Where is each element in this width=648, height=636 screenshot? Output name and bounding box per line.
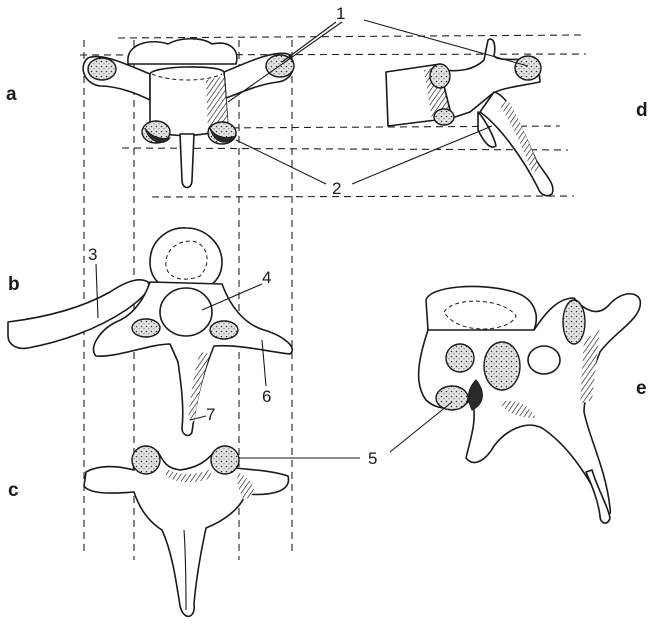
foramen-oblique — [528, 346, 560, 374]
label-6: 6 — [262, 387, 271, 406]
label-view-b: b — [8, 274, 20, 295]
leader-1a — [282, 22, 336, 62]
superior-costal-facet-d — [430, 64, 450, 88]
leader-2a — [236, 140, 326, 184]
label-2: 2 — [332, 179, 341, 198]
guide-horizontal-5 — [152, 196, 574, 197]
label-view-e: e — [636, 378, 647, 399]
view-a-anterior — [83, 39, 294, 188]
leader-1c — [364, 20, 528, 66]
view-e-oblique — [419, 286, 641, 523]
label-7: 7 — [206, 405, 215, 424]
guide-horizontal-1 — [118, 35, 582, 38]
superior-facet-left-c — [132, 446, 160, 474]
transverse-facet-right-b — [210, 321, 238, 339]
leader-2b — [352, 126, 492, 184]
label-3: 3 — [88, 245, 97, 264]
label-view-d: d — [636, 100, 648, 121]
vertebral-foramen — [160, 288, 212, 336]
superior-facet-right-c — [211, 446, 239, 474]
label-1: 1 — [336, 4, 345, 23]
facet-oblique-3 — [446, 344, 474, 372]
costal-facet-left — [88, 58, 116, 80]
label-view-a: a — [6, 84, 17, 105]
transverse-costal-facet-d — [515, 56, 541, 80]
facet-oblique-1 — [563, 300, 585, 344]
transverse-facet-left-b — [132, 319, 160, 337]
label-4: 4 — [262, 268, 271, 287]
leader-5b — [390, 402, 452, 452]
view-c-posterior — [84, 446, 288, 616]
view-d-lateral — [386, 39, 553, 196]
leader-1b — [228, 22, 342, 102]
facet-oblique-2 — [484, 342, 520, 390]
inferior-costal-facet-d — [434, 109, 454, 125]
facet-oblique-4 — [436, 386, 468, 410]
view-b-superior — [8, 228, 292, 436]
label-view-c: c — [8, 480, 19, 501]
superior-articular-processes — [128, 39, 237, 64]
label-5: 5 — [368, 449, 377, 468]
spinous-process-a — [180, 134, 194, 188]
